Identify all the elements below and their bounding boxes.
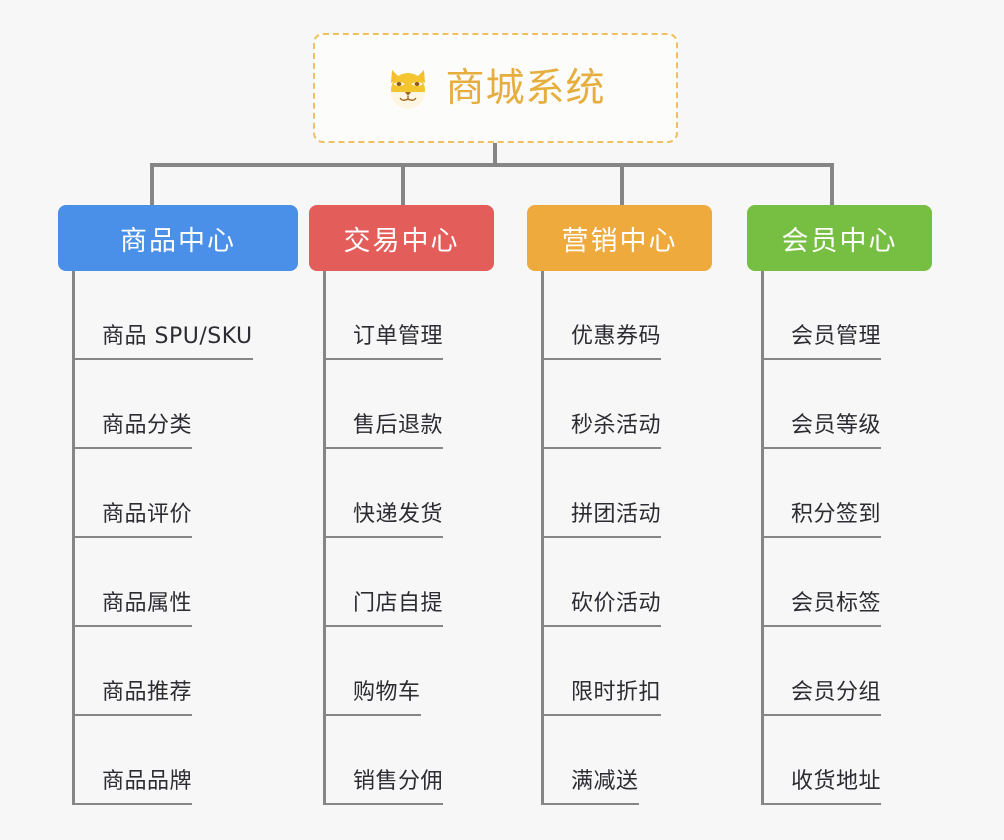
leaf-label: 商品属性 <box>102 591 193 616</box>
category-header-label: 商品中心 <box>120 225 236 257</box>
category-header-1[interactable]: 交易中心 <box>309 205 494 271</box>
leaf-item[interactable]: 售后退款 <box>309 360 494 449</box>
leaf-item[interactable]: 拼团活动 <box>527 449 712 538</box>
category-column-0: 商品中心 商品 SPU/SKU 商品分类 商品评价 商品属性 商品推荐 商品品牌 <box>58 205 298 805</box>
connector-drop-3 <box>620 163 624 205</box>
leaf-label: 商品推荐 <box>102 680 193 705</box>
leaf-item[interactable]: 限时折扣 <box>527 627 712 716</box>
leaf-label: 收货地址 <box>791 769 882 794</box>
leaf-label: 积分签到 <box>791 502 882 527</box>
category-column-3: 会员中心 会员管理 会员等级 积分签到 会员标签 会员分组 收货地址 <box>747 205 932 805</box>
category-header-3[interactable]: 会员中心 <box>747 205 932 271</box>
connector-drop-1 <box>150 163 154 205</box>
category-spine-3 <box>761 271 764 805</box>
leaf-label: 销售分佣 <box>353 769 444 794</box>
leaf-label: 满减送 <box>571 769 639 794</box>
leaf-label: 秒杀活动 <box>571 413 662 438</box>
connector-root-stem <box>493 143 497 164</box>
root-node-shop-system[interactable]: 商城系统 <box>313 33 678 143</box>
leaf-item[interactable]: 商品分类 <box>58 360 298 449</box>
leaf-item[interactable]: 会员管理 <box>747 271 932 360</box>
leaf-list-3: 会员管理 会员等级 积分签到 会员标签 会员分组 收货地址 <box>747 271 932 805</box>
leaf-list-2: 优惠券码 秒杀活动 拼团活动 砍价活动 限时折扣 满减送 <box>527 271 712 805</box>
leaf-label: 商品品牌 <box>102 769 193 794</box>
connector-horizontal-bus <box>150 163 834 167</box>
leaf-item[interactable]: 订单管理 <box>309 271 494 360</box>
leaf-label: 购物车 <box>353 680 421 705</box>
leaf-item[interactable]: 门店自提 <box>309 538 494 627</box>
category-header-label: 交易中心 <box>343 225 460 257</box>
leaf-label: 会员管理 <box>791 324 882 349</box>
leaf-item[interactable]: 购物车 <box>309 627 494 716</box>
leaf-label: 门店自提 <box>353 591 444 616</box>
shiba-dog-face-icon <box>385 65 431 111</box>
category-column-2: 营销中心 优惠券码 秒杀活动 拼团活动 砍价活动 限时折扣 满减送 <box>527 205 712 805</box>
leaf-label: 砍价活动 <box>571 591 662 616</box>
leaf-label: 订单管理 <box>353 324 444 349</box>
leaf-label: 会员等级 <box>791 413 882 438</box>
category-header-label: 营销中心 <box>561 225 678 257</box>
leaf-label: 会员标签 <box>791 591 882 616</box>
leaf-label: 售后退款 <box>353 413 444 438</box>
leaf-label: 商品分类 <box>102 413 193 438</box>
leaf-label: 商品评价 <box>102 502 193 527</box>
leaf-item[interactable]: 商品属性 <box>58 538 298 627</box>
leaf-item[interactable]: 销售分佣 <box>309 716 494 805</box>
leaf-item[interactable]: 快递发货 <box>309 449 494 538</box>
category-spine-0 <box>72 271 75 805</box>
leaf-item[interactable]: 商品品牌 <box>58 716 298 805</box>
leaf-item[interactable]: 优惠券码 <box>527 271 712 360</box>
leaf-item[interactable]: 积分签到 <box>747 449 932 538</box>
category-header-0[interactable]: 商品中心 <box>58 205 298 271</box>
leaf-label: 商品 SPU/SKU <box>102 324 253 349</box>
leaf-item[interactable]: 商品推荐 <box>58 627 298 716</box>
leaf-list-1: 订单管理 售后退款 快递发货 门店自提 购物车 销售分佣 <box>309 271 494 805</box>
leaf-item[interactable]: 商品 SPU/SKU <box>58 271 298 360</box>
leaf-item[interactable]: 会员分组 <box>747 627 932 716</box>
leaf-item[interactable]: 会员标签 <box>747 538 932 627</box>
leaf-item[interactable]: 秒杀活动 <box>527 360 712 449</box>
category-header-2[interactable]: 营销中心 <box>527 205 712 271</box>
category-header-label: 会员中心 <box>781 225 898 257</box>
leaf-label: 拼团活动 <box>571 502 662 527</box>
connector-drop-2 <box>401 163 405 205</box>
leaf-item[interactable]: 收货地址 <box>747 716 932 805</box>
leaf-label: 限时折扣 <box>571 680 662 705</box>
root-title: 商城系统 <box>445 65 606 111</box>
leaf-item[interactable]: 会员等级 <box>747 360 932 449</box>
leaf-label: 优惠券码 <box>571 324 662 349</box>
category-spine-2 <box>541 271 544 805</box>
leaf-label: 快递发货 <box>353 502 444 527</box>
connector-drop-4 <box>830 163 834 205</box>
leaf-label: 会员分组 <box>791 680 882 705</box>
leaf-item[interactable]: 满减送 <box>527 716 712 805</box>
leaf-list-0: 商品 SPU/SKU 商品分类 商品评价 商品属性 商品推荐 商品品牌 <box>58 271 298 805</box>
leaf-item[interactable]: 砍价活动 <box>527 538 712 627</box>
leaf-item[interactable]: 商品评价 <box>58 449 298 538</box>
category-spine-1 <box>323 271 326 805</box>
category-column-1: 交易中心 订单管理 售后退款 快递发货 门店自提 购物车 销售分佣 <box>309 205 494 805</box>
